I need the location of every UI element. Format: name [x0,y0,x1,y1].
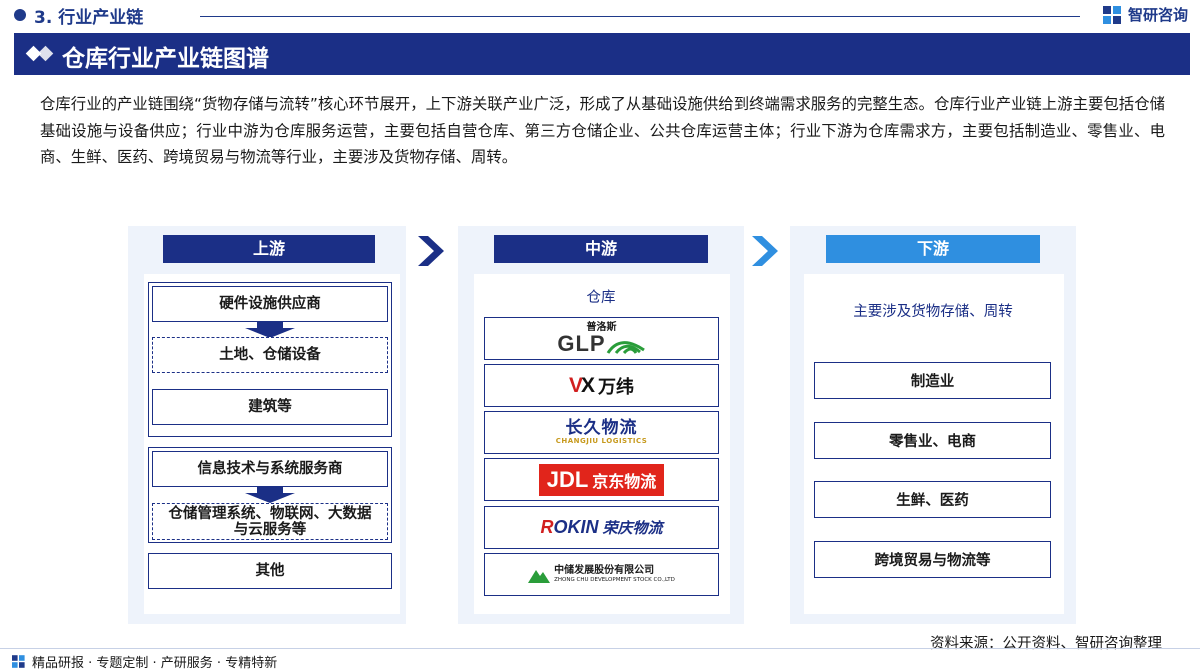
vx-logo-cn: 万纬 [598,376,635,398]
rokin-logo-okin: OKIN [553,517,599,537]
changjiu-logo-en: CHANGJIU LOGISTICS [555,437,648,445]
vx-logo-v: V [568,373,583,397]
downstream-header: 下游 [826,235,1040,263]
diamond-icon [37,45,54,62]
hardware-supplier-box: 硬件设施供应商 [152,286,388,322]
section-bullet-icon [14,9,26,21]
changjiu-logo: 长久物流 CHANGJIU LOGISTICS [556,420,648,445]
vx-logo: V X 万纬 [569,373,634,399]
brand-name: 智研咨询 [1127,6,1188,24]
wms-iot-line2: 与云服务等 [233,521,307,538]
rokin-logo-box: ROKIN 荣庆物流 [484,506,719,549]
construction-box: 建筑等 [152,389,388,425]
glp-logo-box: 普洛斯 GLP [484,317,719,360]
footer-services: 精品研报 · 专题定制 · 产研服务 · 专精特新 [32,656,278,671]
zhongchu-logo: 中储发展股份有限公司 ZHONG CHU DEVELOPMENT STOCK C… [528,564,675,584]
vx-logo-x: X [581,373,596,397]
source-note: 资料来源：公开资料、智研咨询整理 [930,636,1162,652]
wms-iot-box: 仓储管理系统、物联网、大数据 与云服务等 [152,503,388,540]
downstream-item: 制造业 [814,362,1051,399]
footer: 精品研报 · 专题定制 · 产研服务 · 专精特新 [12,652,277,671]
wms-iot-line1: 仓储管理系统、物联网、大数据 [168,505,372,522]
section-divider [200,16,1080,17]
section-bar: 3. 行业产业链 智研咨询 [0,0,1200,30]
chevron-right-icon [418,236,444,266]
glp-arc-icon [606,340,645,354]
downstream-item: 生鲜、医药 [814,481,1051,518]
downstream-label: 主要涉及货物存储、周转 [853,304,1013,320]
zhongchu-mountain-icon [528,569,551,583]
glp-logo-en: GLP [557,330,606,356]
footer-divider [0,648,1200,649]
midstream-header: 中游 [494,235,708,263]
rokin-logo-en: ROKIN [540,517,598,538]
downstream-item: 零售业、电商 [814,422,1051,459]
rokin-logo: ROKIN 荣庆物流 [540,517,662,538]
other-box: 其他 [148,553,392,589]
midstream-label: 仓库 [586,290,616,306]
jdl-logo-cn: 京东物流 [592,471,657,491]
zhongchu-logo-cn: 中储发展股份有限公司 [554,564,655,576]
it-supplier-box: 信息技术与系统服务商 [152,451,388,487]
glp-logo: 普洛斯 GLP [557,321,645,356]
arrow-down-icon [245,322,295,338]
changjiu-logo-cn: 长久物流 [565,418,638,438]
section-label: 3. 行业产业链 [34,8,144,28]
downstream-item: 跨境贸易与物流等 [814,541,1051,578]
zhongchu-logo-en: ZHONG CHU DEVELOPMENT STOCK CO.,LTD [554,576,675,583]
jdl-logo-en: JDL [546,466,589,492]
vx-logo-box: V X 万纬 [484,364,719,407]
arrow-down-icon [245,487,295,503]
zhongchu-logo-box: 中储发展股份有限公司 ZHONG CHU DEVELOPMENT STOCK C… [484,553,719,596]
rokin-logo-r: R [540,517,554,537]
intro-paragraph: 仓库行业的产业链围绕“货物存储与流转”核心环节展开，上下游关联产业广泛，形成了从… [40,95,1165,166]
page-title: 仓库行业产业链图谱 [62,46,269,72]
jdl-logo-box: JDL 京东物流 [484,458,719,501]
land-equipment-box: 土地、仓储设备 [152,337,388,373]
title-banner: 仓库行业产业链图谱 [14,33,1190,75]
rokin-logo-cn: 荣庆物流 [602,519,663,537]
glp-logo-cn: 普洛斯 [586,321,617,333]
upstream-header: 上游 [163,235,375,263]
chevron-right-icon [752,236,778,266]
changjiu-logo-box: 长久物流 CHANGJIU LOGISTICS [484,411,719,454]
brand: 智研咨询 [1102,4,1188,25]
zhiyan-logo-icon [12,655,25,668]
zhiyan-logo-icon [1102,5,1121,24]
jdl-logo: JDL 京东物流 [538,463,665,496]
